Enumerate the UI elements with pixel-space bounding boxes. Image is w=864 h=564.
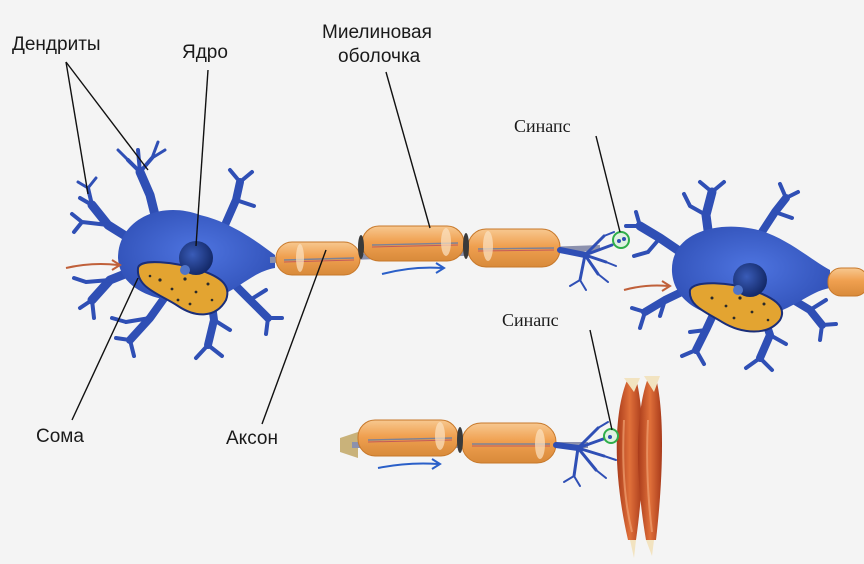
myelin-segment bbox=[357, 419, 459, 457]
muscle-fiber bbox=[616, 376, 662, 558]
neuron-1-nucleolus bbox=[180, 265, 190, 275]
neuron-2 bbox=[623, 180, 864, 372]
axon-terminal-top bbox=[557, 231, 617, 291]
axon-bottom bbox=[340, 419, 617, 487]
signal-arrow-incoming-2 bbox=[623, 284, 669, 291]
label-myelin-line2: оболочка bbox=[338, 46, 421, 67]
axon-terminal-bottom bbox=[553, 421, 617, 487]
neuron-1-soma bbox=[136, 261, 229, 316]
neuron-2-soma-granules bbox=[710, 296, 770, 322]
neuron-1-soma-granules bbox=[148, 274, 214, 306]
myelin-segment bbox=[361, 225, 465, 262]
label-myelin-line1: Миелиновая bbox=[322, 22, 432, 43]
label-soma: Сома bbox=[36, 426, 84, 447]
label-axon: Аксон bbox=[226, 428, 278, 449]
synapse-marker-top bbox=[612, 231, 630, 249]
label-synapse-bottom: Синапс bbox=[502, 310, 559, 330]
label-dendrites: Дендриты bbox=[12, 34, 101, 55]
signal-arrow-axon-top bbox=[381, 266, 443, 275]
myelin-segment bbox=[275, 241, 361, 276]
myelin-segment bbox=[467, 228, 561, 268]
neuron-2-soma bbox=[688, 282, 783, 333]
label-nucleus: Ядро bbox=[182, 42, 228, 63]
signal-arrow-incoming-1 bbox=[65, 263, 119, 269]
signal-arrow-axon-bottom bbox=[377, 462, 439, 469]
neuron-2-nucleolus bbox=[733, 285, 743, 295]
myelin-segment bbox=[461, 422, 557, 464]
leader-lines bbox=[65, 61, 621, 431]
neuron-1 bbox=[65, 140, 284, 360]
axon-top bbox=[269, 225, 617, 291]
label-synapse-top: Синапс bbox=[514, 116, 571, 136]
